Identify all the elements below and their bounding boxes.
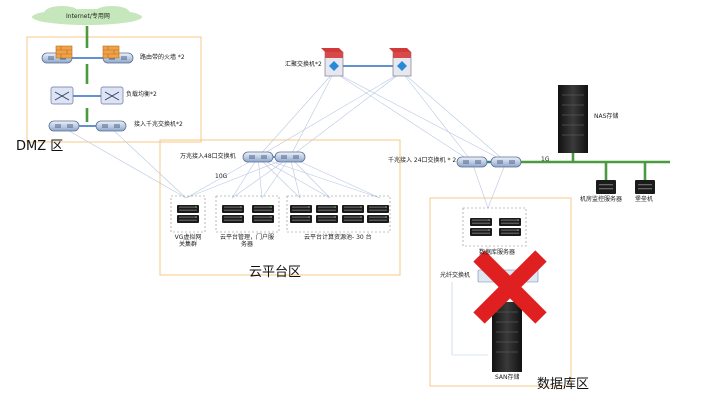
internet-label: Internet/专用网 — [66, 13, 110, 20]
core-switch-icon — [320, 47, 412, 77]
link-1g-label: 1G — [541, 156, 550, 163]
db-server-group — [462, 207, 527, 247]
db-server-label: 数据库服务器 — [479, 249, 516, 256]
mgmt-server-group — [215, 195, 280, 233]
cloud-zone-title: 云平台区 — [249, 265, 302, 280]
dmz-zone-frame — [26, 36, 202, 143]
san-label: SAN存储 — [495, 374, 520, 381]
fiber-switch-label: 光纤交换机 — [440, 272, 471, 279]
dmz-access-switch-label: 接入千兆交换机*2 — [134, 121, 183, 128]
db-zone-frame — [429, 197, 572, 387]
san-storage-icon — [492, 302, 522, 372]
link-10g-label: 10G — [215, 173, 228, 180]
bastion-label: 堡垒机 — [635, 196, 654, 203]
vg-gateway-label: VG虚拟网关集群 — [174, 234, 202, 248]
cloud-compute-label: 云平台计算资源池- 30 台 — [304, 234, 372, 241]
db-zone-title: 数据库区 — [537, 377, 590, 392]
nas-label: NAS存储 — [594, 113, 619, 120]
aggregation-switch-label: 汇聚交换机*2 — [285, 61, 322, 68]
cloud-zone-frame — [159, 139, 401, 276]
cross-mark-icon — [473, 250, 547, 324]
dmz-zone-title: DMZ 区 — [16, 139, 64, 154]
thin-links — [63, 71, 507, 356]
blue-links — [63, 57, 506, 163]
storage-rack-icon — [558, 85, 588, 153]
tengig-switch-label: 万兆接入48口交换机 — [180, 153, 236, 160]
firewall-router-left — [41, 45, 73, 64]
load-balancer-label: 负载均衡*2 — [126, 91, 157, 98]
monitor-server-icon — [596, 180, 616, 194]
firewall-router-right — [102, 45, 134, 64]
compute-server-group — [286, 195, 391, 233]
firewall-label: 路由带的火墙 *2 — [140, 54, 185, 61]
load-balancer-icon — [50, 86, 124, 105]
cloud-mgmt-label: 云平台管理，门户服务器 — [219, 234, 274, 248]
monitor-server-label: 机房监控服务器 — [580, 196, 623, 203]
gig-switch-label: 千兆接入 24口交换机 * 2 — [388, 157, 457, 164]
bastion-server-icon — [635, 180, 655, 194]
cloud-icon — [32, 6, 142, 25]
vg-server-group — [170, 195, 206, 233]
